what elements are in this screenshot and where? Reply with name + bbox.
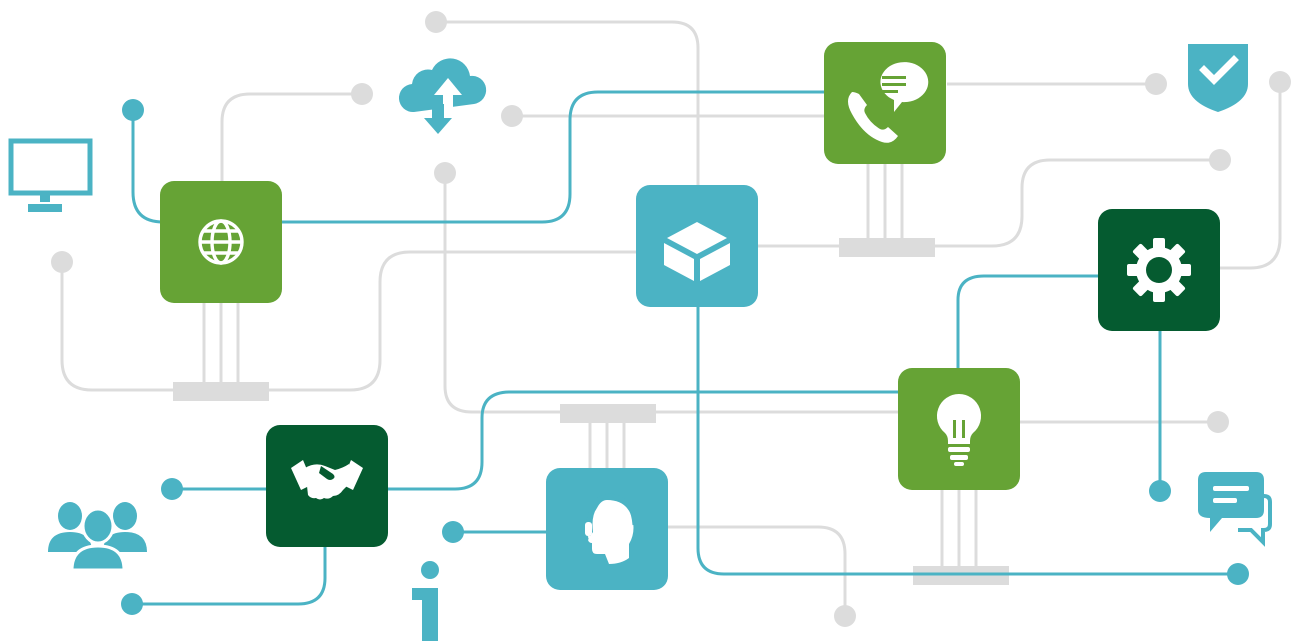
globe-icon	[198, 219, 244, 265]
connector-dot	[122, 99, 144, 121]
chat-bubbles-icon	[1198, 472, 1272, 547]
node-lightbulb	[898, 368, 1020, 490]
shield-check-icon	[1188, 44, 1248, 112]
info-icon	[412, 561, 439, 641]
node-gear	[1098, 209, 1220, 331]
lightbulb-icon	[936, 393, 982, 466]
connector-dot	[161, 478, 183, 500]
headset-agent-icon	[585, 493, 636, 564]
connector-bar	[560, 404, 656, 423]
connector-dot	[1269, 71, 1291, 93]
gray-dots	[51, 11, 1291, 627]
connector-dot	[1207, 411, 1229, 433]
connector-bar	[173, 382, 269, 401]
cube-icon	[664, 222, 730, 281]
connector-dot	[1227, 563, 1249, 585]
teal-connectors	[131, 90, 1238, 606]
connector-dot	[501, 105, 523, 127]
node-handshake	[266, 425, 388, 547]
teal-dots	[121, 99, 1249, 615]
connector-dot	[425, 11, 447, 33]
gear-icon	[1127, 238, 1191, 302]
connector-bar	[839, 238, 935, 257]
phone-chat-icon	[848, 62, 929, 143]
connector-dot	[1145, 73, 1167, 95]
cloud-upload-download-icon	[398, 58, 487, 134]
connector-dot	[434, 162, 456, 184]
connector-dot	[351, 83, 373, 105]
connector-dot	[1149, 480, 1171, 502]
node-support-agent	[546, 468, 668, 590]
node-cube	[636, 185, 758, 307]
monitor-icon	[8, 138, 93, 212]
connector-dot	[442, 521, 464, 543]
users-group-icon	[48, 502, 147, 572]
connector-dot	[834, 605, 856, 627]
handshake-icon	[291, 460, 363, 500]
node-globe	[160, 181, 282, 303]
gray-connectors	[60, 20, 1282, 616]
node-phone-chat	[824, 42, 946, 164]
connector-dot	[51, 251, 73, 273]
connector-dot	[121, 593, 143, 615]
connector-dot	[1209, 149, 1231, 171]
